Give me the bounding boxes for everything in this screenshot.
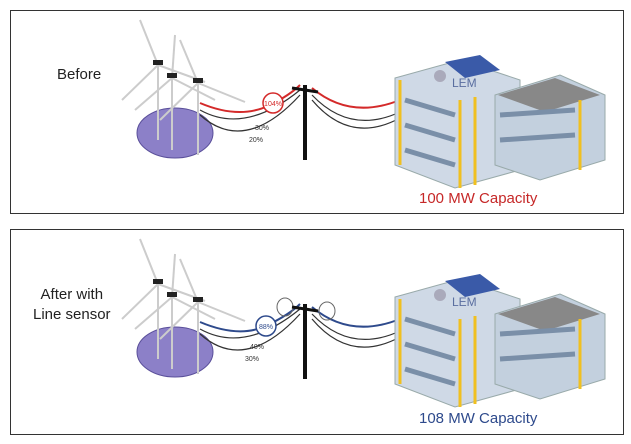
power-pole-icon: [290, 302, 320, 381]
after-label-line1: After with: [40, 286, 104, 303]
building-icon: [395, 274, 605, 407]
after-label: After with Line sensor: [33, 285, 111, 325]
before-label: Before: [57, 66, 102, 83]
before-load-badge: [262, 92, 284, 114]
wind-turbines-icon: [121, 238, 246, 378]
after-load-text: 88%: [259, 324, 273, 331]
after-line3-text: 30%: [245, 356, 259, 363]
line-sensor-icon: [318, 301, 336, 321]
after-capacity: 108 MW Capacity: [419, 410, 538, 427]
before-line3-text: 20%: [249, 137, 263, 144]
after-load-badge: [255, 315, 277, 337]
line-sensor-icon: [276, 297, 294, 317]
building-icon: [395, 55, 605, 188]
building-sign: LEM: [452, 295, 477, 309]
building-sign: LEM: [452, 76, 477, 90]
before-capacity: 100 MW Capacity: [419, 190, 538, 207]
after-label-line2: Line sensor: [33, 306, 111, 323]
before-load-text: 104%: [264, 101, 282, 108]
power-pole-icon: [290, 83, 320, 162]
before-line2-text: 30%: [255, 125, 269, 132]
after-line2-text: 40%: [250, 344, 264, 351]
wind-turbines-icon: [121, 19, 246, 159]
